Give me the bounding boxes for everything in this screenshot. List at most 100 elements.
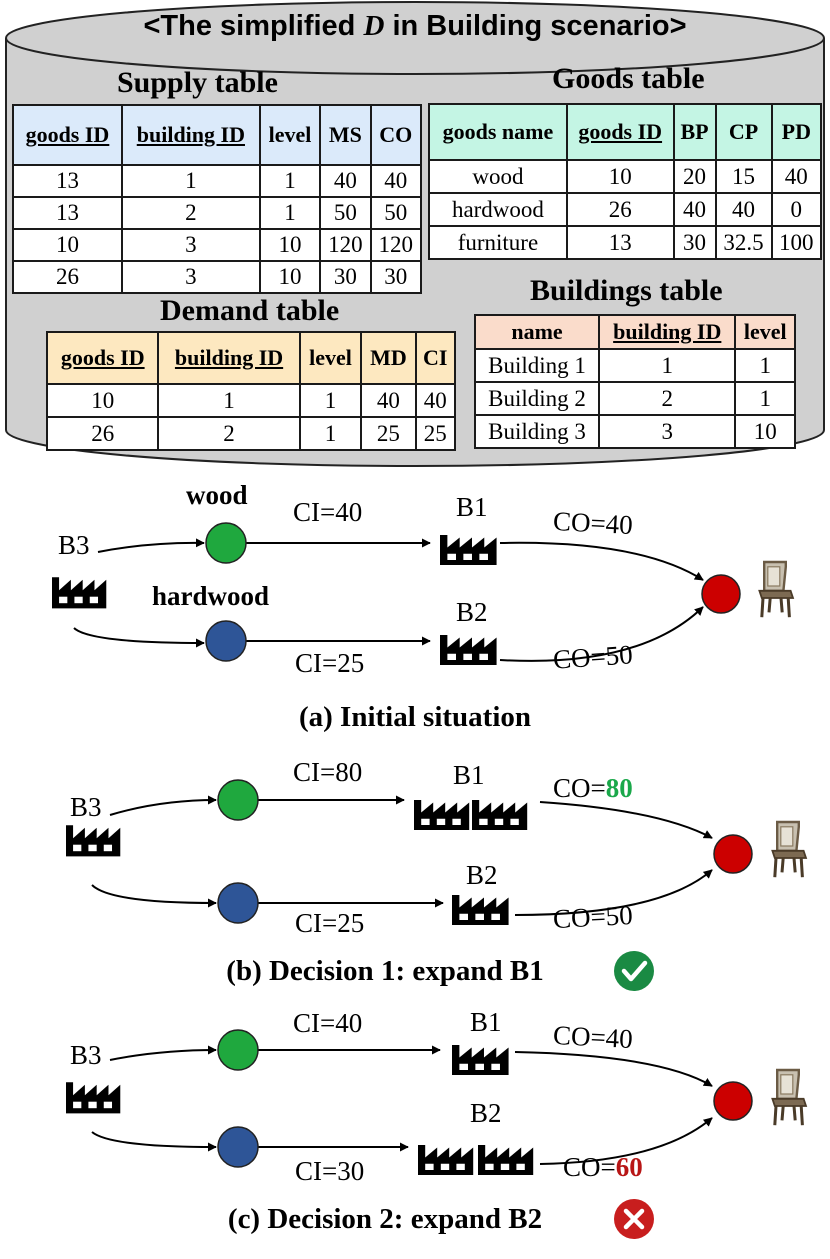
table-cell: 2	[120, 196, 261, 230]
col-header: PD	[770, 103, 823, 161]
table-cell: 13	[565, 225, 675, 260]
col-header: goods ID	[565, 103, 675, 161]
edge-b1-to-furniture	[514, 1051, 713, 1087]
table-cell: 50	[369, 196, 423, 230]
table-cell: 15	[714, 159, 773, 194]
edge-b2-to-furniture	[514, 869, 713, 916]
factory-icon	[440, 635, 497, 665]
edge-b3-to-hardwood	[91, 884, 217, 908]
factory-icon	[414, 800, 470, 830]
table-cell: furniture	[428, 225, 568, 260]
table-cell: 30	[672, 225, 717, 260]
table-cell: 3	[120, 228, 261, 262]
buildings-table-title: Buildings table	[530, 274, 723, 307]
ci-label-bottom: CI=30	[295, 1156, 365, 1186]
edge-b1-to-furniture	[499, 541, 704, 581]
table-cell: 10	[734, 414, 796, 449]
col-header: CO	[369, 104, 423, 166]
table-cell: 1	[157, 383, 301, 418]
table-cell: 1	[734, 381, 796, 416]
factory-icon	[66, 1082, 121, 1114]
table-cell: hardwood	[428, 192, 568, 227]
ci-label-bottom: CI=25	[295, 908, 365, 938]
chair-icon	[770, 1068, 808, 1127]
factory-icon	[452, 895, 509, 925]
factory-icon	[472, 800, 528, 830]
table-cell: 1	[598, 348, 737, 383]
check-icon	[614, 951, 654, 991]
col-header: BP	[672, 103, 717, 161]
source-label: B3	[58, 530, 90, 560]
panel-b-caption: (b) Decision 1: expand B1	[226, 955, 544, 987]
edge-b3-to-wood	[109, 795, 217, 816]
table-cell: 50	[319, 196, 372, 230]
col-header: CI	[414, 331, 457, 385]
panel-a-caption: (a) Initial situation	[298, 701, 532, 733]
cross-icon	[614, 1199, 654, 1239]
hardwood-node	[217, 882, 259, 924]
table-cell: 120	[369, 228, 423, 262]
b2-label: B2	[470, 1098, 502, 1128]
chair-icon	[770, 820, 808, 879]
table-cell: 3	[598, 414, 737, 449]
furniture-node	[713, 1081, 753, 1121]
factory-icon	[418, 1145, 474, 1175]
factory-icon	[52, 577, 107, 609]
wood-node	[205, 522, 247, 564]
b1-label: B1	[456, 492, 488, 522]
source-label: B3	[70, 792, 102, 822]
table-cell: 25	[414, 416, 457, 451]
table-cell: 40	[714, 192, 773, 227]
panel-c-caption: (c) Decision 2: expand B2	[227, 1203, 543, 1235]
table-cell: 1	[298, 383, 363, 418]
wood-label: wood	[186, 480, 248, 510]
b1-label: B1	[470, 1007, 502, 1037]
co-label-top: CO=40	[552, 505, 634, 541]
panel-c	[66, 1029, 808, 1175]
b1-label: B1	[453, 760, 485, 790]
ci-label-top: CI=40	[293, 1008, 363, 1038]
col-header: goods ID	[45, 331, 160, 385]
table-cell: 40	[319, 164, 372, 198]
table-cell: Building 3	[473, 414, 601, 449]
ci-label-top: CI=40	[293, 497, 363, 527]
scenario-title: <The simplified D in Building scenario>	[143, 10, 687, 42]
col-header: level	[298, 331, 363, 385]
table-cell: 30	[369, 260, 423, 294]
edge-b2-to-furniture	[539, 1117, 713, 1165]
ci-label-bottom: CI=25	[295, 648, 365, 678]
table-cell: 30	[319, 260, 372, 294]
col-header: MD	[360, 331, 417, 385]
table-cell: 1	[734, 348, 796, 383]
edge-b3-to-wood	[109, 1045, 217, 1061]
table-cell: 10	[258, 260, 322, 294]
table-cell: 40	[369, 164, 423, 198]
table-cell: 100	[770, 225, 823, 260]
table-cell: 26	[565, 192, 675, 227]
table-cell: Building 2	[473, 381, 601, 416]
table-cell: 2	[598, 381, 737, 416]
edge-b3-to-hardwood	[91, 1131, 217, 1152]
factory-icon	[478, 1145, 534, 1175]
col-header: level	[734, 314, 796, 350]
table-cell: 13	[12, 164, 123, 198]
table-cell: 2	[157, 416, 301, 451]
table-cell: 26	[12, 260, 123, 294]
table-cell: 1	[298, 416, 363, 451]
table-cell: 10	[258, 228, 322, 262]
col-header: building ID	[120, 104, 261, 166]
co-label-top: CO=40	[552, 1019, 634, 1055]
table-cell: 32.5	[714, 225, 773, 260]
co-label-bottom: CO=60	[563, 1152, 643, 1182]
table-cell: 10	[565, 159, 675, 194]
hardwood-node	[205, 620, 247, 662]
